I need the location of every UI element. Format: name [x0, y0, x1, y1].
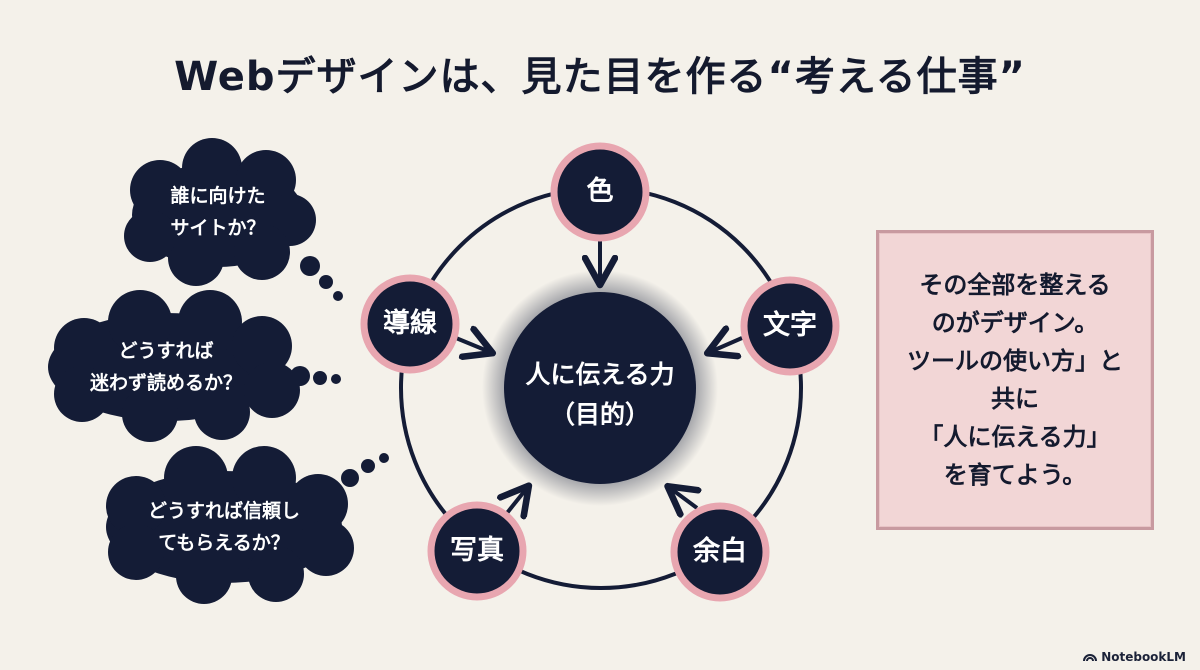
node-flow [360, 274, 460, 374]
center-label-line2: （目的） [549, 400, 650, 429]
page-title: Webデザインは、見た目を作る“考える仕事” [174, 54, 1026, 100]
node-label-photo: 写真 [450, 535, 504, 566]
thought-bubble-1 [124, 138, 343, 301]
message-line-2: のがデザイン。 [931, 309, 1099, 337]
node-label-whitespace: 余白 [693, 536, 747, 567]
message-line-1: その全部を整える [919, 271, 1111, 299]
thought-bubble-1-line2: サイトか？ [170, 217, 266, 239]
center-label-line1: 人に伝える力 [525, 360, 675, 389]
message-line-4: 共に [991, 385, 1039, 413]
node-typography [740, 276, 840, 376]
brand-watermark: NotebookLM [1083, 650, 1186, 664]
thought-bubble-3-line1: どうすれば信頼し [147, 500, 300, 522]
brand-label: NotebookLM [1101, 650, 1186, 664]
node-whitespace [670, 502, 770, 602]
thought-bubble-2-line1: どうすれば [118, 340, 214, 362]
arrow-flow [455, 338, 490, 352]
thought-bubble-2 [48, 290, 341, 442]
node-label-typography: 文字 [763, 310, 817, 341]
thought-bubble-1-text: 誰に向けた サイトか？ [133, 180, 303, 244]
message-line-3: ツールの使い方」と [907, 347, 1123, 375]
arrow-typography [710, 338, 743, 352]
thought-bubble-2-line2: 迷わず読めるか？ [89, 372, 242, 394]
center-circle [504, 292, 696, 484]
message-box: その全部を整える のがデザイン。 ツールの使い方」と 共に 「人に伝える力」 を… [876, 230, 1154, 530]
thought-bubble-2-text: どうすれば 迷わず読めるか？ [56, 335, 276, 399]
notebooklm-logo-icon [1083, 654, 1098, 662]
message-line-6: を育てよう。 [943, 461, 1087, 489]
node-label-color: 色 [586, 176, 614, 207]
node-color [550, 142, 650, 242]
thought-bubble-3-text: どうすれば信頼し てもらえるか？ [112, 495, 336, 559]
node-label-flow: 導線 [383, 308, 437, 339]
center-label: 人に伝える力 （目的） [500, 355, 700, 435]
arrow-whitespace [670, 488, 697, 508]
thought-bubble-1-line1: 誰に向けた [170, 185, 266, 207]
message-line-5: 「人に伝える力」 [919, 423, 1111, 451]
thought-bubble-3-line2: てもらえるか？ [158, 532, 290, 554]
thought-bubble-3 [106, 446, 389, 604]
node-photo [427, 501, 527, 601]
